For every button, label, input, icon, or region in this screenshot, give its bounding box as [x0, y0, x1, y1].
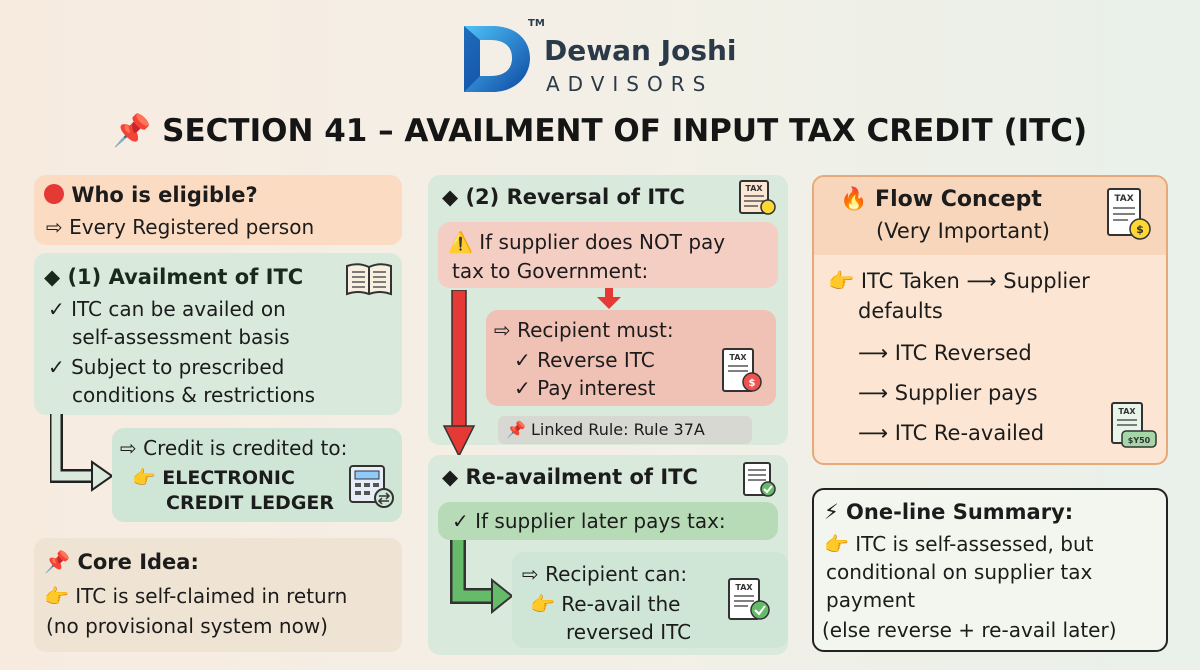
flow-step: ⟶ ITC Reversed [858, 341, 1032, 365]
tax-icon-label: TAX [745, 184, 763, 193]
warning-text: ⚠️ If supplier does NOT pay [448, 230, 726, 254]
warning-text: tax to Government: [452, 259, 649, 283]
eligibility-card: Who is eligible? ⇨ Every Registered pers… [34, 175, 402, 245]
summary-text: 👉 ITC is self-assessed, but [824, 532, 1094, 556]
svg-text:$: $ [749, 378, 756, 389]
credit-ledger-card: ⇨ Credit is credited to: 👉 ELECTRONIC CR… [112, 428, 402, 522]
eligibility-text: ⇨ Every Registered person [46, 215, 315, 239]
tax-icon-label: TAX [729, 353, 747, 362]
recipient-must-item: ✓ Reverse ITC [514, 348, 655, 372]
availment-heading: ◆ (1) Availment of ITC [44, 265, 304, 289]
recipient-must-item: ✓ Pay interest [514, 376, 656, 400]
tax-icon-label: TAX [735, 583, 753, 592]
supplier-default-warning: ⚠️ If supplier does NOT pay tax to Gover… [438, 222, 778, 288]
recipient-must-heading: ⇨ Recipient must: [494, 318, 674, 342]
availment-card: ◆ (1) Availment of ITC ✓ ITC can be avai… [34, 253, 402, 415]
long-down-arrow-icon [442, 290, 476, 458]
linked-rule-badge: 📌 Linked Rule: Rule 37A [498, 416, 752, 444]
availment-point: ✓ ITC can be availed on [48, 297, 286, 321]
flow-step: 👉 ITC Taken ⟶ Supplier [828, 269, 1090, 293]
elbow-arrow-icon [50, 414, 114, 492]
eligibility-heading: Who is eligible? [44, 183, 258, 207]
open-book-icon [346, 263, 392, 296]
brand-subname: ADVISORS [546, 72, 714, 96]
red-circle-icon [44, 184, 64, 204]
logo-d-icon [464, 26, 530, 92]
tax-document-icon: TAX [739, 180, 776, 215]
down-arrow-icon [597, 288, 621, 309]
tax-approved-icon: TAX [728, 578, 770, 620]
credit-text: ⇨ Credit is credited to: [120, 436, 348, 460]
reversal-heading: ◆ (2) Reversal of ITC [442, 185, 685, 209]
credit-ledger-line: CREDIT LEDGER [166, 492, 335, 514]
recipient-can-item: reversed ITC [566, 620, 692, 644]
summary-card: ⚡ One-line Summary: 👉 ITC is self-assess… [812, 488, 1168, 652]
page-title: 📌 SECTION 41 – AVAILMENT OF INPUT TAX CR… [112, 113, 1088, 149]
brand-logo: TM Dewan Joshi ADVISORS [456, 12, 746, 100]
core-idea-text: (no provisional system now) [46, 614, 328, 638]
availment-point: conditions & restrictions [72, 383, 316, 407]
linked-rule-text: 📌 Linked Rule: Rule 37A [506, 420, 705, 439]
availment-point: self-assessment basis [72, 325, 290, 349]
supplier-pays-condition: ✓ If supplier later pays tax: [438, 502, 778, 540]
ledger-register-icon [349, 465, 394, 508]
svg-text:$: $ [1136, 223, 1144, 236]
credit-ledger-line: 👉 ELECTRONIC [132, 467, 295, 489]
condition-text: ✓ If supplier later pays tax: [452, 509, 726, 533]
core-idea-heading: 📌 Core Idea: [44, 550, 199, 574]
tax-icon-label: TAX [1114, 194, 1133, 204]
tax-refund-icon: TAX $Y50 [1111, 402, 1157, 448]
availment-point: ✓ Subject to prescribed [48, 355, 285, 379]
recipient-can-heading: ⇨ Recipient can: [522, 562, 688, 586]
flow-step: ⟶ ITC Re-availed [858, 421, 1045, 445]
checked-document-icon [743, 462, 776, 497]
flow-step: ⟶ Supplier pays [858, 381, 1038, 405]
recipient-can-card: ⇨ Recipient can: 👉 Re-avail the reversed… [512, 552, 788, 648]
tax-refund-amount: $Y50 [1128, 436, 1151, 445]
core-idea-card: 📌 Core Idea: 👉 ITC is self-claimed in re… [34, 538, 402, 652]
summary-text: conditional on supplier tax [826, 560, 1093, 584]
core-idea-text: 👉 ITC is self-claimed in return [44, 584, 348, 608]
brand-name: Dewan Joshi [544, 34, 737, 67]
tax-form-icon: TAX $ [1107, 188, 1151, 240]
reavailment-heading: ◆ Re-availment of ITC [442, 465, 698, 489]
flow-concept-card: 🔥 Flow Concept (Very Important) TAX $ 👉 … [812, 175, 1168, 465]
green-elbow-arrow-icon [450, 540, 514, 615]
tax-icon-label: TAX [1118, 407, 1136, 416]
pushpin-icon: 📌 [112, 113, 152, 149]
recipient-can-item: 👉 Re-avail the [530, 592, 681, 616]
summary-text: (else reverse + re-avail later) [822, 618, 1117, 642]
tax-interest-icon: TAX $ [722, 348, 762, 392]
flow-concept-heading: 🔥 Flow Concept [840, 187, 1042, 212]
summary-heading: ⚡ One-line Summary: [824, 500, 1074, 524]
summary-text: payment [826, 588, 916, 612]
trademark-label: TM [528, 18, 545, 29]
recipient-must-card: ⇨ Recipient must: ✓ Reverse ITC ✓ Pay in… [486, 310, 776, 406]
flow-step: defaults [858, 299, 943, 323]
flow-concept-subheading: (Very Important) [876, 219, 1050, 243]
